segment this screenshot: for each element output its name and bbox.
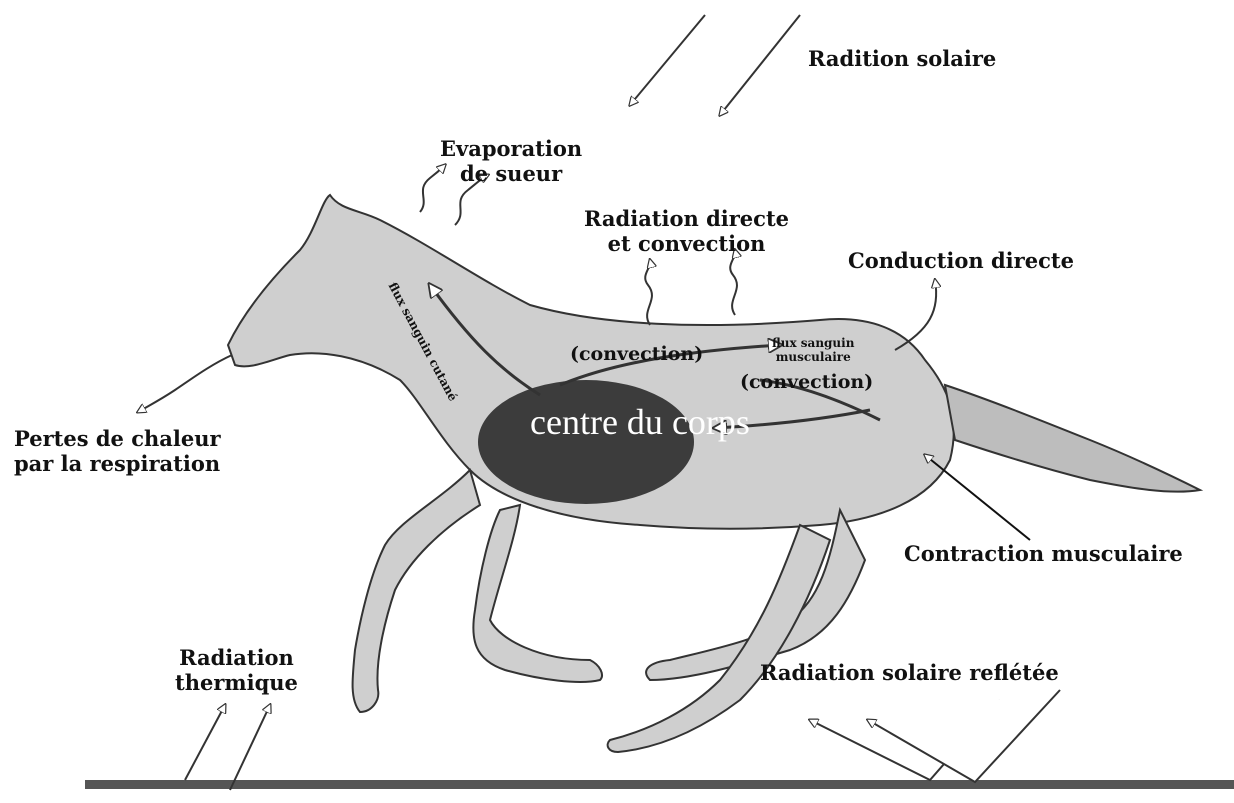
label-pertes-line2: par la respiration	[14, 451, 221, 476]
label-radiation-thermique-line2: thermique	[175, 670, 298, 695]
label-radiation-reflechie: Radiation solaire reflétée	[760, 660, 1059, 685]
label-radiation-directe: Radiation directe et convection	[584, 206, 789, 256]
contraction-pointer	[925, 455, 1030, 540]
label-evaporation-line1: Evaporation	[440, 136, 582, 161]
label-centre-line2: corps	[672, 402, 750, 442]
label-flux-musculaire-line2: musculaire	[772, 350, 854, 364]
label-evaporation-line2: de sueur	[440, 161, 582, 186]
label-centre-line1: centre du	[530, 402, 663, 442]
label-radiation-thermique-line1: Radiation	[175, 645, 298, 670]
solar-radiation-arrows	[630, 15, 800, 115]
label-convection-2: (convection)	[740, 371, 873, 394]
label-radiation-thermique: Radiation thermique	[175, 645, 298, 695]
respiration-arrow	[138, 355, 232, 412]
label-radiation-solaire: Radition solaire	[808, 46, 996, 71]
label-radiation-directe-line2: et convection	[584, 231, 789, 256]
label-flux-musculaire-line1: flux sanguin	[772, 336, 854, 350]
label-evaporation: Evaporation de sueur	[440, 136, 582, 186]
label-convection-1: (convection)	[570, 343, 703, 366]
label-pertes-chaleur: Pertes de chaleur par la respiration	[14, 426, 221, 476]
label-contraction-musculaire: Contraction musculaire	[904, 541, 1183, 566]
ground-line	[85, 780, 1234, 789]
label-pertes-line1: Pertes de chaleur	[14, 426, 221, 451]
label-flux-musculaire: flux sanguin musculaire	[772, 336, 854, 365]
thermal-radiation-arrows	[185, 705, 270, 790]
label-radiation-directe-line1: Radiation directe	[584, 206, 789, 231]
label-conduction-directe: Conduction directe	[848, 248, 1074, 273]
label-centre-du-corps: centre du corps	[530, 402, 750, 443]
radiation-directe-arrows	[645, 250, 737, 325]
reflected-radiation-arrows	[810, 690, 1060, 782]
